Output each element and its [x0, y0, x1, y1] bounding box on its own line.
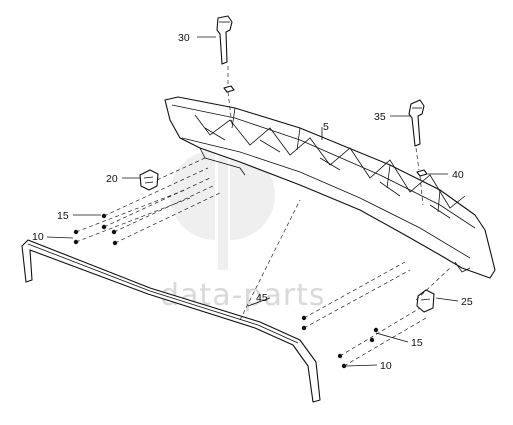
fastener-icon — [101, 224, 107, 230]
mount-25 — [416, 289, 435, 313]
callout-40: 40 — [452, 169, 464, 181]
fastener-icon — [101, 213, 107, 219]
bumper-spoiler — [164, 96, 496, 279]
watermark-text: data-parts — [160, 278, 326, 313]
fastener-icon — [337, 353, 343, 359]
bracket-35 — [408, 99, 425, 147]
callout-45: 45 — [256, 292, 268, 304]
mount-20 — [139, 169, 159, 191]
fastener-icon — [369, 337, 375, 343]
leader-lines — [46, 36, 459, 367]
fastener-icon — [373, 327, 379, 333]
fastener-icon — [341, 363, 347, 369]
callout-35: 35 — [374, 111, 386, 123]
callout-30: 30 — [178, 32, 190, 44]
watermark-logo — [170, 120, 275, 270]
fastener-icon — [301, 315, 307, 321]
callout-10-right: 10 — [380, 360, 392, 372]
clip-40 — [416, 169, 428, 177]
fastener-icon — [301, 325, 307, 331]
callout-10-left: 10 — [32, 231, 44, 243]
callout-15-left: 15 — [57, 210, 69, 222]
clip-30 — [223, 85, 235, 93]
trim-strip-45 — [21, 239, 321, 403]
fasteners-left — [73, 213, 118, 246]
callout-5: 5 — [323, 121, 329, 133]
callout-20: 20 — [106, 173, 118, 185]
assembly-lines — [75, 66, 451, 367]
fastener-icon — [111, 229, 117, 235]
fastener-icon — [112, 240, 118, 246]
callout-25: 25 — [461, 296, 473, 308]
callout-15-right: 15 — [411, 337, 423, 349]
fastener-icon — [73, 229, 79, 235]
fasteners-right — [301, 315, 379, 369]
bracket-30 — [216, 15, 233, 65]
fastener-icon — [73, 239, 79, 245]
